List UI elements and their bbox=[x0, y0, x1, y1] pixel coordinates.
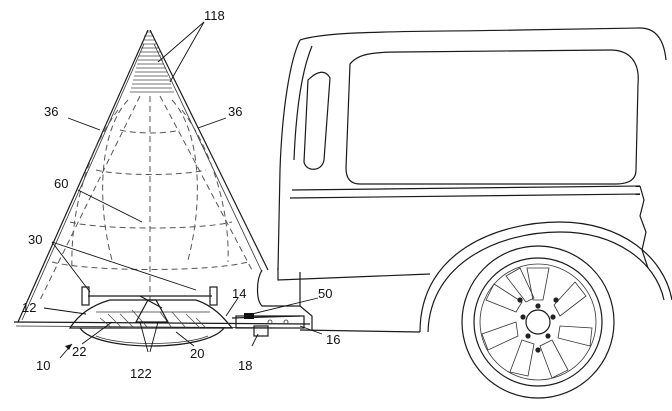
reference-labels: 118 36 36 60 30 12 14 50 16 10 22 20 122… bbox=[22, 8, 340, 381]
label-20: 20 bbox=[190, 346, 204, 361]
label-12: 12 bbox=[22, 300, 36, 315]
label-36-right: 36 bbox=[228, 104, 242, 119]
label-30: 30 bbox=[28, 232, 42, 247]
wheel bbox=[462, 246, 614, 398]
wheel-hub bbox=[526, 310, 550, 334]
label-50: 50 bbox=[318, 286, 332, 301]
apex-coil bbox=[130, 32, 174, 92]
label-14: 14 bbox=[232, 286, 246, 301]
leader-lines bbox=[44, 22, 322, 358]
right-pole bbox=[150, 30, 268, 270]
label-122: 122 bbox=[130, 366, 152, 381]
label-10: 10 bbox=[36, 358, 50, 373]
center-mechanism bbox=[136, 300, 168, 322]
label-18: 18 bbox=[238, 358, 252, 373]
side-window bbox=[346, 50, 638, 184]
label-16: 16 bbox=[326, 332, 340, 347]
label-60: 60 bbox=[54, 176, 68, 191]
left-pole bbox=[18, 30, 148, 322]
base-unit bbox=[70, 287, 304, 346]
label-36-left: 36 bbox=[44, 104, 58, 119]
label-22: 22 bbox=[72, 344, 86, 359]
wheel-arch bbox=[420, 222, 672, 332]
tail-light bbox=[304, 72, 330, 169]
vehicle bbox=[258, 28, 672, 398]
label-118: 118 bbox=[204, 8, 225, 23]
